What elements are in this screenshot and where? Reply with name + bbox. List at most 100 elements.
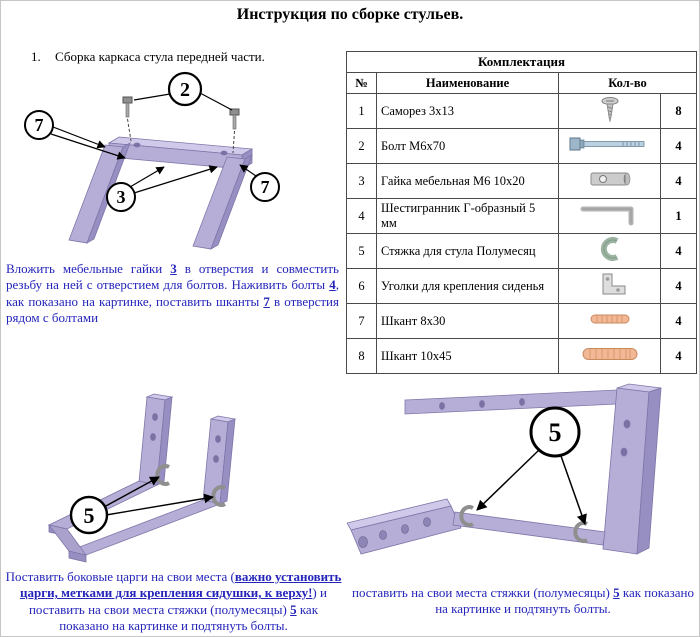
bolt-icon <box>569 137 644 151</box>
table-row: 8 Шкант 10х45 4 <box>346 338 697 374</box>
seat-rail <box>404 389 618 415</box>
assembly-note-3: поставить на свои места стяжки (полумеся… <box>349 585 697 618</box>
note1-text: в отверстия рядом с болтами <box>6 293 339 325</box>
part-icon-cell <box>558 338 661 374</box>
callout-7-right: 7 <box>239 164 280 202</box>
part-qty-cell: 4 <box>660 233 697 269</box>
part-number-cell: 5 <box>346 233 377 269</box>
part-name-cell: Саморез 3х13 <box>376 93 559 129</box>
table-row: 5 Стяжка для стула Полумесяц 4 <box>346 233 697 269</box>
table-row: 3 Гайка мебельная М6 10х20 4 <box>346 163 697 199</box>
note2-emphasis: важно установить царги, метками для креп… <box>20 569 342 601</box>
note2-text: ) и поставить на свои места стяжки (полу… <box>28 585 327 617</box>
screw-icon <box>601 97 618 123</box>
part-qty-cell: 8 <box>660 93 697 129</box>
part-ref-5: 5 <box>613 585 620 600</box>
parts-table-header-row: № Наименование Кол-во <box>346 72 697 94</box>
part-number-cell: 2 <box>346 128 377 164</box>
note3-text: поставить на свои места стяжки (полумеся… <box>351 585 614 600</box>
note1-text: в отверстия и совместить резьбу на ней с… <box>6 261 339 293</box>
col-header-name: Наименование <box>376 72 559 94</box>
callout-3: 3 <box>106 165 218 212</box>
col-header-num: № <box>346 72 377 94</box>
svg-text:3: 3 <box>117 187 126 207</box>
part-number-cell: 7 <box>346 303 377 339</box>
part-number-cell: 8 <box>346 338 377 374</box>
part-icon-cell <box>558 163 661 199</box>
part-number-cell: 3 <box>346 163 377 199</box>
step-1-heading: 1. Сборка каркаса стула передней части. <box>31 49 265 65</box>
bottom-rail <box>452 511 606 546</box>
front-frame-diagram: 2 7 3 7 <box>24 71 280 250</box>
part-qty-cell: 4 <box>660 128 697 164</box>
table-row: 7 Шкант 8х30 4 <box>346 303 697 339</box>
dowel-icon <box>590 314 629 324</box>
part-icon-cell <box>558 233 661 269</box>
table-row: 4 Шестигранник Г-образный 5 мм 1 <box>346 198 697 234</box>
part-qty-cell: 4 <box>660 338 697 374</box>
rear-assembly-diagram: 5 <box>347 383 662 555</box>
note1-text: , как показано на картинке, поставить шк… <box>6 277 339 309</box>
svg-text:5: 5 <box>549 418 562 447</box>
svg-text:7: 7 <box>35 115 44 135</box>
svg-text:7: 7 <box>261 177 270 197</box>
table-row: 1 Саморез 3х13 8 <box>346 93 697 129</box>
part-qty-cell: 1 <box>660 198 697 234</box>
parts-table-title-row: Комплектация <box>346 51 697 73</box>
table-row: 2 Болт М6х70 4 <box>346 128 697 164</box>
part-icon-cell <box>558 268 661 304</box>
callout-2: 2 <box>133 71 233 111</box>
barrel-nut-icon <box>590 172 630 186</box>
part-name-cell: Гайка мебельная М6 10х20 <box>376 163 559 199</box>
note2-text: как показано на картинке и подтянуть бол… <box>59 601 319 633</box>
note3-text: как показано на картинке и подтянуть бол… <box>435 585 695 617</box>
part-icon-cell <box>558 93 661 129</box>
part-name-cell: Шестигранник Г-образный 5 мм <box>376 198 559 234</box>
note2-text: Поставить боковые царги на свои места ( <box>5 569 235 584</box>
part-name-cell: Шкант 10х45 <box>376 338 559 374</box>
part-ref-7: 7 <box>263 293 270 309</box>
side-frame-diagram: 5 <box>47 393 237 563</box>
part-ref-3: 3 <box>170 261 177 276</box>
hex-key-icon <box>580 206 633 226</box>
assembly-note-1: Вложить мебельные гайки 3 в отверстия и … <box>6 261 339 326</box>
table-row: 6 Уголки для крепления сиденья 4 <box>346 268 697 304</box>
parts-table-title: Комплектация <box>346 51 697 73</box>
callout-5: 5 <box>476 406 587 525</box>
part-qty-cell: 4 <box>660 163 697 199</box>
part-name-cell: Болт М6х70 <box>376 128 559 164</box>
svg-text:2: 2 <box>180 79 190 101</box>
step-label: Сборка каркаса стула передней части. <box>55 49 265 64</box>
note1-text: Вложить мебельные гайки <box>6 261 171 276</box>
part-name-cell: Уголки для крепления сиденья <box>376 268 559 304</box>
front-upright <box>202 415 237 505</box>
side-panel <box>347 498 462 555</box>
part-name-cell: Шкант 8х30 <box>376 303 559 339</box>
part-qty-cell: 4 <box>660 268 697 304</box>
callout-7-left: 7 <box>24 110 126 160</box>
svg-text:5: 5 <box>84 503 95 528</box>
crescent-tie-icon <box>600 237 618 261</box>
part-number-cell: 4 <box>346 198 377 234</box>
step-number: 1. <box>31 49 41 64</box>
page-title: Инструкция по сборке стульев. <box>236 6 464 23</box>
part-name-cell: Стяжка для стула Полумесяц <box>376 233 559 269</box>
part-icon-cell <box>558 128 661 164</box>
part-icon-cell <box>558 303 661 339</box>
dowel-icon <box>582 348 637 360</box>
callout-5: 5 <box>69 476 214 535</box>
right-front-leg <box>192 154 253 250</box>
part-number-cell: 1 <box>346 93 377 129</box>
back-leg <box>602 383 662 555</box>
corner-bracket-icon <box>602 273 625 295</box>
part-qty-cell: 4 <box>660 303 697 339</box>
part-ref-5: 5 <box>290 601 297 617</box>
col-header-qty: Кол-во <box>558 72 697 94</box>
part-ref-4: 4 <box>329 277 336 293</box>
assembly-note-2: Поставить боковые царги на свои места (в… <box>5 569 342 634</box>
parts-table: Комплектация № Наименование Кол-во 1 Сам… <box>346 51 697 374</box>
bolt-glyphs <box>122 96 240 154</box>
part-icon-cell <box>558 198 661 234</box>
part-number-cell: 6 <box>346 268 377 304</box>
